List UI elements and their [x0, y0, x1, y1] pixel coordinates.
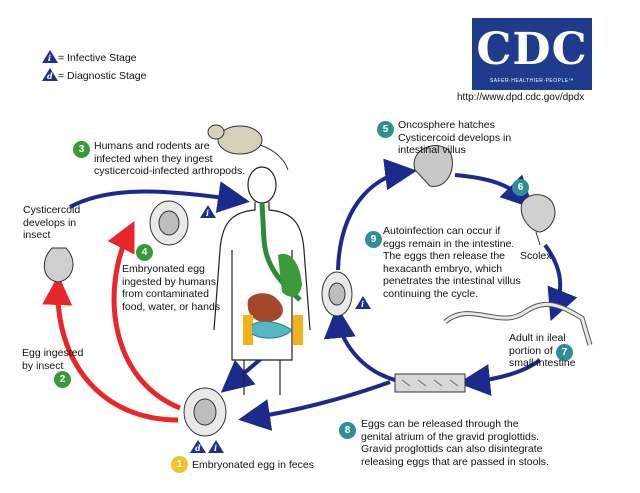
arrow-scolex-to-adult	[543, 243, 578, 322]
infective-stage-icon	[42, 50, 58, 63]
step-badge-1: 1	[171, 456, 188, 473]
infective-marker-step9-letter: i	[361, 299, 365, 309]
diagnostic-stage-icon	[42, 68, 58, 81]
arrow-insect-to-human	[69, 181, 250, 213]
step-text-7: Adult in ileal portion of small intestin…	[509, 332, 576, 369]
step-text-8: Eggs can be released through the genital…	[361, 418, 549, 468]
legend-infective-label: = Infective Stage	[58, 52, 137, 64]
cysticercoid-label: Cysticercoid develops in insect	[23, 204, 81, 241]
step-badge-5: 5	[377, 121, 394, 138]
step-badge-6: 6	[512, 179, 529, 196]
infective-marker-step1	[208, 440, 224, 453]
diagnostic-marker-step1-letter: d	[195, 443, 201, 453]
cdc-logo-letters: CDC	[476, 24, 588, 75]
proglottid-illustration	[394, 373, 466, 393]
diagnostic-marker-step1	[190, 440, 206, 453]
infective-marker-step9	[355, 296, 371, 309]
step-badge-8: 8	[339, 422, 356, 439]
digestive-tract	[243, 202, 303, 345]
legend-diagnostic-label: = Diagnostic Stage	[58, 70, 147, 82]
step-text-2: Egg ingested by insect	[22, 347, 84, 372]
arrow-right-loop-top	[336, 158, 417, 271]
step-text-4: Embryonated egg ingested by humans from …	[122, 263, 221, 313]
diagnostic-stage-letter: d	[47, 71, 53, 81]
step-text-9: Autoinfection can occur if eggs remain i…	[383, 225, 521, 300]
oncosphere-illustration	[413, 145, 453, 187]
step-text-1: Embryonated egg in feces	[192, 459, 314, 471]
step-badge-3: 3	[73, 141, 90, 158]
egg-illustrations	[149, 200, 353, 437]
arrow-egg-to-insect	[42, 275, 179, 423]
infective-marker-step1-letter: i	[214, 443, 218, 453]
arrow-egg-to-human-ingestion	[107, 221, 181, 411]
infective-stage-letter: i	[48, 53, 52, 63]
step-badge-2: 2	[54, 371, 71, 388]
cysticercoid-illustration	[43, 247, 74, 283]
step-badge-4: 4	[136, 244, 153, 261]
arrow-autoinfection	[323, 306, 396, 382]
step-text-5: Oncosphere hatches Cysticercoid develops…	[398, 119, 512, 156]
infective-marker-step4-letter: i	[206, 208, 210, 218]
step-text-6: Scolex	[520, 250, 552, 262]
arrow-proglottid-to-feces	[238, 380, 391, 431]
infective-marker-step4	[200, 205, 216, 218]
arrow-human-to-feces	[220, 356, 264, 393]
scolex-illustration	[520, 194, 556, 246]
cdc-logo-tagline: SAFER·HEALTHIER·PEOPLE™	[489, 78, 575, 84]
arrow-adult-to-proglottid	[458, 358, 542, 396]
rodent-illustration	[207, 124, 289, 171]
step-badge-7: 7	[556, 344, 573, 361]
cdc-logo: CDC SAFER·HEALTHIER·PEOPLE™	[472, 18, 592, 90]
step-text-3: Humans and rodents are infected when the…	[94, 140, 246, 177]
step-badge-9: 9	[365, 231, 382, 248]
adult-worm-illustration	[443, 301, 593, 346]
source-url[interactable]: http://www.dpd.cdc.gov/dpdx	[457, 92, 585, 103]
arrow-oncosphere-to-scolex	[454, 173, 534, 209]
